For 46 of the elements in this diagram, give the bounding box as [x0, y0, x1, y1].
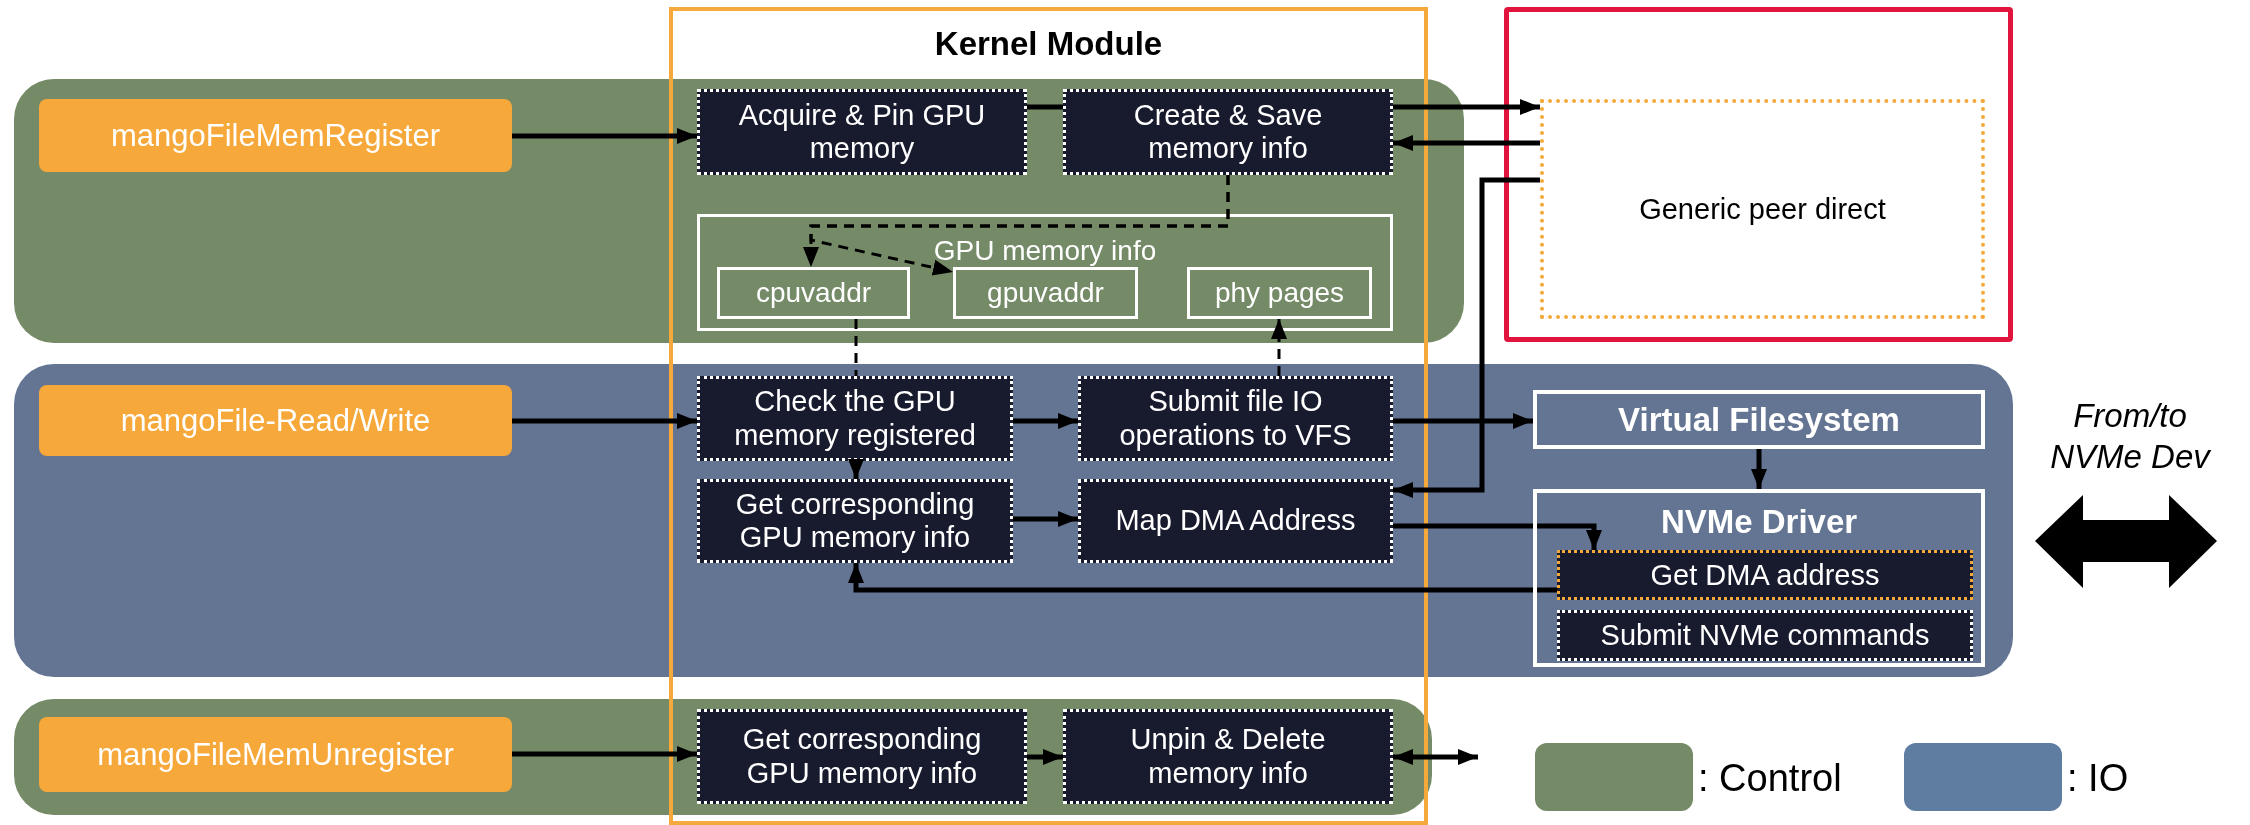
process-box: Check the GPU memory registered [697, 376, 1013, 461]
field-box: phy pages [1187, 267, 1372, 319]
arrow [1027, 749, 1063, 765]
process-box: Get DMA address [1557, 550, 1973, 600]
module-title: Kernel Module [933, 25, 1164, 63]
arrow [1013, 413, 1078, 429]
legend-label: : IO [2067, 757, 2129, 800]
connector-line [1027, 104, 1063, 110]
driver-box [1533, 489, 1985, 667]
info-group-box [697, 214, 1393, 331]
arrow [1393, 99, 1540, 115]
function-box: mangoFile-Read/Write [39, 385, 512, 456]
process-box: Create & Save memory info [1063, 89, 1393, 175]
process-box: Submit NVMe commands [1557, 610, 1973, 661]
peer-direct-box: Generic peer direct [1540, 99, 1985, 319]
field-box: cpuvaddr [717, 267, 910, 319]
note-text: From/to NVMe Dev [2049, 396, 2212, 478]
driver-frame [1504, 7, 2013, 342]
arrow [1393, 413, 1533, 429]
connector-line [854, 319, 858, 376]
process-box: Acquire & Pin GPU memory [697, 89, 1027, 175]
arrow [848, 563, 1557, 593]
driver-title: NVMe Driver [1659, 503, 1859, 541]
process-box: Map DMA Address [1078, 479, 1393, 563]
function-box: mangoFileMemRegister [39, 99, 512, 172]
process-box: Unpin & Delete memory info [1063, 709, 1393, 804]
arrow [512, 746, 697, 762]
process-box: Get corresponding GPU memory info [697, 709, 1027, 804]
arrow [1393, 177, 1540, 498]
arrow [1013, 511, 1078, 527]
arrow [512, 128, 697, 144]
arrow [1271, 319, 1287, 376]
arrow [1751, 449, 1767, 489]
arrow [1393, 135, 1540, 151]
arrow [512, 413, 697, 429]
filesystem-box: Virtual Filesystem [1533, 390, 1985, 449]
process-box: Submit file IO operations to VFS [1078, 376, 1393, 461]
function-box: mangoFileMemUnregister [39, 717, 512, 792]
field-box: gpuvaddr [953, 267, 1138, 319]
legend-label: : Control [1698, 757, 1842, 800]
module-frame [669, 7, 1428, 825]
group-title: GPU memory info [932, 235, 1158, 267]
arrow [1393, 749, 1478, 765]
arrow [1393, 523, 1602, 550]
process-box: Get corresponding GPU memory info [697, 479, 1013, 563]
arrow [848, 459, 864, 479]
